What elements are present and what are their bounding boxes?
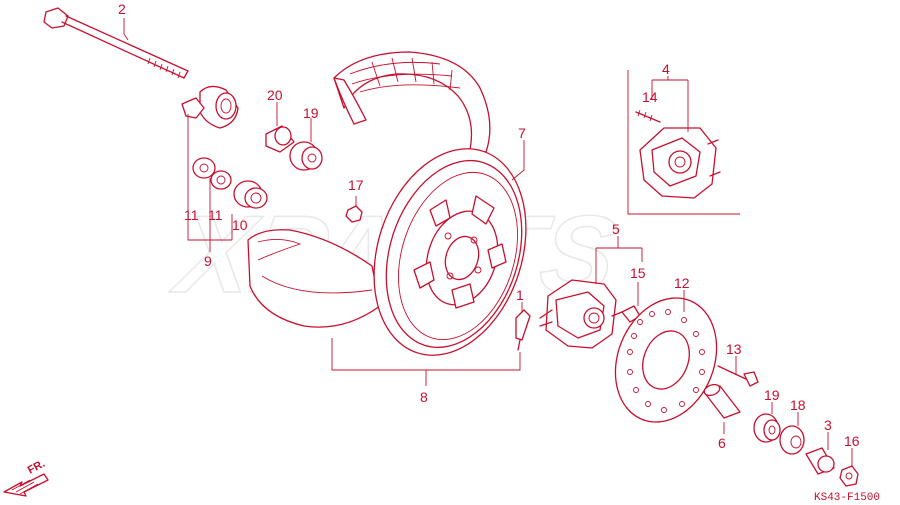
collar-20 — [265, 125, 295, 153]
callout-2: 2 — [118, 1, 126, 17]
wheel-rim — [373, 148, 527, 356]
spacer-6 — [703, 383, 741, 419]
callout-3: 3 — [824, 417, 832, 433]
callout-18: 18 — [790, 397, 806, 413]
axle-bolt — [43, 7, 189, 79]
disc-bolt-13 — [717, 365, 759, 387]
callout-9: 9 — [204, 253, 212, 269]
callout-16: 16 — [844, 433, 860, 449]
callout-13: 13 — [726, 341, 742, 357]
caliper-bracket — [639, 127, 721, 199]
callout-11-b: 11 — [208, 207, 223, 223]
callout-19-top: 19 — [303, 105, 319, 121]
callout-8: 8 — [420, 389, 428, 405]
bearing-10 — [233, 180, 268, 209]
valve-stem — [515, 309, 531, 351]
callout-11-a: 11 — [184, 207, 199, 223]
bearing-19-top — [289, 141, 323, 171]
callout-14: 14 — [642, 89, 658, 105]
callout-15: 15 — [630, 265, 646, 281]
diagram-code: KS43-F1500 — [814, 492, 880, 504]
callout-10: 10 — [232, 217, 248, 233]
callout-1: 1 — [516, 287, 524, 303]
callouts: 2 11 11 10 9 20 19 17 7 8 1 5 15 4 14 12… — [118, 1, 860, 451]
callout-6: 6 — [718, 435, 726, 451]
callout-7: 7 — [518, 125, 526, 141]
collar-3 — [805, 447, 835, 475]
front-direction-arrow: FR. — [3, 458, 49, 497]
washer-11-b — [210, 170, 232, 190]
callout-20: 20 — [267, 87, 283, 103]
brake-caliper — [539, 279, 617, 349]
nut-16 — [839, 465, 859, 487]
callout-4: 4 — [662, 61, 670, 77]
callout-12: 12 — [674, 275, 690, 291]
leader-lines — [123, 18, 853, 466]
bearing-19-right — [753, 413, 781, 443]
callout-17: 17 — [348, 177, 364, 193]
washer-11-a — [192, 157, 216, 179]
bracket-bolt-14 — [635, 109, 661, 123]
side-collar — [181, 85, 239, 129]
callout-19-right: 19 — [764, 387, 780, 403]
brake-disc — [614, 297, 718, 423]
tire-upper — [333, 51, 491, 153]
seal-18 — [779, 425, 805, 455]
callout-5: 5 — [612, 221, 620, 237]
